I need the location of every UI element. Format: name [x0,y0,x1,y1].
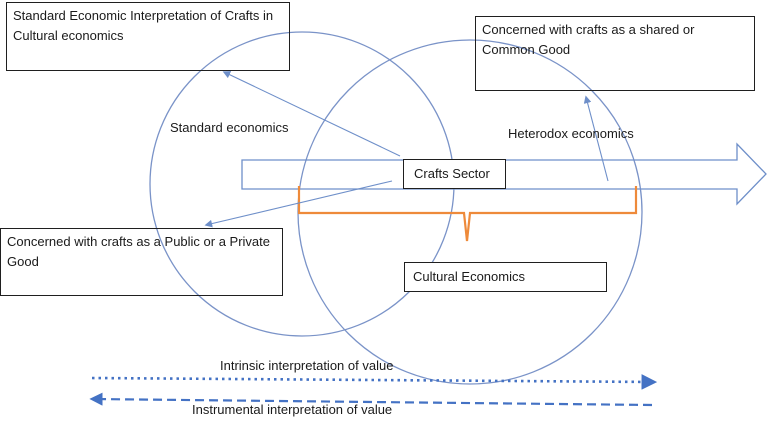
intrinsic-value-label: Intrinsic interpretation of value [220,358,394,373]
arrow-to-public-private-good [204,180,393,228]
cultural-economics-brace [297,186,638,242]
intrinsic-value-arrow [91,374,658,390]
crafts-sector-box: Crafts Sector [403,159,506,189]
public-private-good-box: Concerned with crafts as a Public or a P… [0,228,283,296]
arrow-to-standard-interpretation [222,71,401,157]
arrow-to-common-good [583,95,609,182]
common-good-box: Concerned with crafts as a shared or Com… [475,16,755,91]
instrumental-value-label: Instrumental interpretation of value [192,402,393,417]
standard-economics-label: Standard economics [170,120,289,135]
heterodox-economics-label: Heterodox economics [508,126,634,141]
cultural-economics-box: Cultural Economics [404,262,607,292]
instrumental-value-arrow [89,392,653,407]
crafts-sector-block-arrow [241,142,767,206]
standard-interpretation-box: Standard Economic Interpretation of Craf… [6,2,290,71]
